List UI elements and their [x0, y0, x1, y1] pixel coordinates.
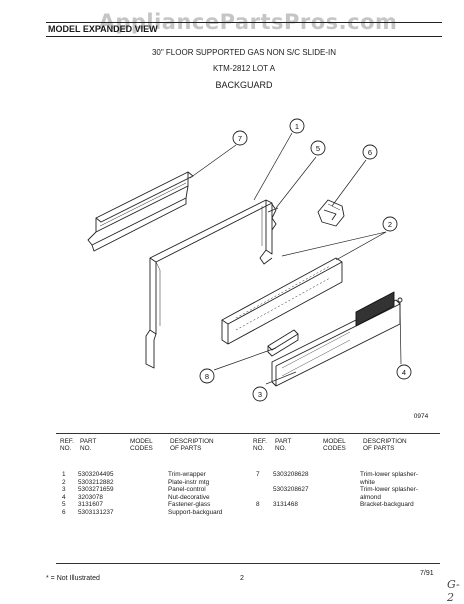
table-row: 8 [256, 501, 260, 509]
part-4-nut-decorative [397, 297, 403, 306]
part-8-bracket-backguard [267, 329, 299, 357]
part-description: Nut-decorative [168, 493, 210, 501]
leader-lines [189, 132, 402, 385]
table-row: 6 [62, 508, 66, 516]
part-description: Plate-instr mtg [168, 478, 210, 486]
callout-3 [252, 386, 268, 402]
part-description: Trim-wrapper [168, 471, 206, 478]
header-model-right: MODEL CODES [323, 438, 346, 453]
ref-column-left: 1 2 3 4 5 6 [62, 471, 72, 517]
part-description: Trim-lower splasher- almond [360, 486, 418, 501]
part-number: 5303208627 [273, 486, 309, 494]
callout-7 [232, 130, 248, 146]
header-part-right: PART NO. [275, 438, 292, 453]
callouts [199, 118, 412, 402]
callout-label-4: 4 [402, 368, 406, 377]
part-2-plate-instr-mtg [221, 257, 343, 345]
table-row [256, 486, 266, 501]
part-number: 3203078 [78, 493, 103, 501]
table-row: 1 [62, 471, 66, 478]
table-row: 3 [62, 486, 66, 494]
page-title-line2: KTM-2812 LOT A [212, 64, 276, 73]
desc-column-left: Trim-wrapper Plate-instr mtg Panel-contr… [168, 471, 222, 517]
header-bar: MODEL EXPANDED VIEW [46, 22, 442, 37]
part-number: 5303271659 [78, 486, 114, 494]
callout-label-3: 3 [258, 390, 262, 399]
part-number: 3131468 [273, 501, 298, 509]
callout-8 [199, 368, 215, 384]
part-6-support-backguard [317, 199, 345, 227]
callout-2 [382, 216, 398, 232]
header-model-left: MODEL CODES [130, 438, 153, 453]
page-title-line3: BACKGUARD [215, 80, 273, 90]
drawing-number: 0974 [414, 413, 429, 420]
header-tag: MODEL EXPANDED VIEW [48, 24, 158, 34]
header-ref-left: REF. NO. [60, 438, 74, 453]
part-description: Fastener-glass [168, 501, 211, 509]
revision-date: 7/91 [420, 570, 434, 577]
table-rule-bottom [56, 563, 440, 564]
table-row: 2 [62, 478, 66, 486]
part-description: Support-backguard [168, 508, 223, 516]
callout-label-8: 8 [205, 372, 209, 381]
part-description: Panel-control [168, 486, 206, 494]
table-row: 4 [62, 493, 66, 501]
part-number: 3131607 [78, 501, 103, 509]
part-1-trim-wrapper [145, 199, 273, 369]
callout-5 [310, 140, 326, 156]
part-description: Trim-lower splasher- white [360, 471, 418, 486]
part-5-fastener-glass [267, 203, 279, 231]
part-column-left: 5303204495 5303212882 5303271659 3203078… [78, 471, 114, 517]
part-description: Bracket-backguard [360, 501, 414, 509]
desc-column-right: Trim-lower splasher- white Trim-lower sp… [360, 471, 418, 509]
callout-4 [396, 364, 412, 380]
table-row: 7 [256, 471, 260, 478]
callout-label-5: 5 [316, 144, 320, 153]
part-number: 5303208628 [273, 471, 309, 478]
table-rule-top [56, 433, 440, 434]
table-row: 5 [62, 501, 66, 509]
callout-label-1: 1 [295, 122, 299, 131]
callout-label-6: 6 [368, 148, 372, 157]
corner-mark: G-2 [447, 578, 460, 604]
page-number: 2 [240, 575, 244, 582]
ref-column-right: 7 8 [256, 471, 266, 509]
header-desc-right: DESCRIPTION OF PARTS [363, 438, 407, 453]
part-number: 5303212882 [78, 478, 114, 486]
part-3-panel-control [271, 291, 401, 387]
callout-1 [289, 118, 305, 134]
callout-label-7: 7 [238, 134, 242, 143]
callout-6 [362, 144, 378, 160]
callout-label-2: 2 [388, 220, 392, 229]
header-part-left: PART NO. [80, 438, 97, 453]
part-column-right: 5303208628 5303208627 3131468 [273, 471, 309, 509]
part-number: 5303204495 [78, 471, 114, 478]
footnote: * = Not Illustrated [46, 575, 100, 582]
page-title-line1: 30" FLOOR SUPPORTED GAS NON S/C SLIDE-IN [151, 48, 337, 57]
part-7-trim-lower-splasher [87, 171, 194, 252]
header-ref-right: REF. NO. [253, 438, 267, 453]
part-number: 5303131237 [78, 508, 114, 516]
header-desc-left: DESCRIPTION OF PARTS [170, 438, 214, 453]
